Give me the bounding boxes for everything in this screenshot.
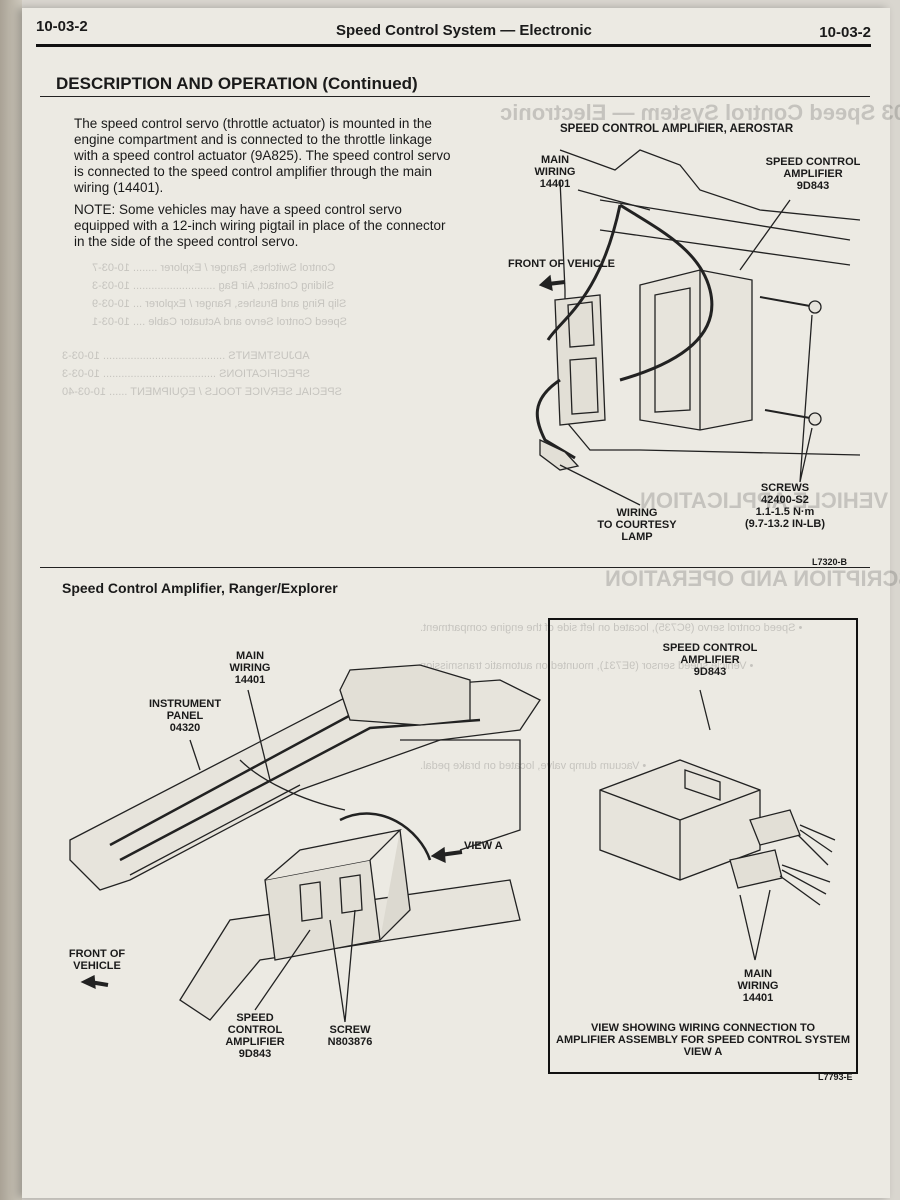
page-number-left: 10-03-2: [36, 18, 88, 35]
figure-frame-top: [40, 96, 870, 568]
figure1-code: L7320-B: [812, 557, 848, 567]
figure1-screws-label: SCREWS 42400-S2 1.1-1.5 N·m (9.7-13.2 IN…: [744, 482, 826, 530]
figure2-main-wiring-label: MAIN WIRING 14401: [229, 650, 271, 686]
figure2-screw-label: SCREW N803876: [327, 1024, 373, 1048]
view-a-diagram: [599, 689, 836, 961]
page-binding-edge: [0, 0, 22, 1200]
section-title: DESCRIPTION AND OPERATION (Continued): [56, 74, 418, 93]
description-paragraph: The speed control servo (throttle actuat…: [74, 116, 451, 195]
view-a-caption: VIEW SHOWING WIRING CONNECTION TO AMPLIF…: [556, 1022, 850, 1058]
figure1-main-wiring-label: MAIN WIRING 14401: [534, 154, 576, 190]
figure2-instrument-panel-label: INSTRUMENT PANEL 04320: [148, 698, 222, 734]
figure2-view-a-label: VIEW A: [464, 840, 503, 852]
description-text: The speed control servo (throttle actuat…: [74, 116, 454, 256]
note-paragraph: NOTE: Some vehicles may have a speed con…: [74, 202, 446, 249]
page-header-title: Speed Control System — Electronic: [336, 22, 592, 39]
page-header: 10-03-2 Speed Control System — Electroni…: [36, 14, 871, 47]
view-a-amplifier-label: SPEED CONTROL AMPLIFIER 9D843: [662, 642, 758, 678]
view-a-main-wiring-label: MAIN WIRING 14401: [737, 968, 779, 1004]
view-a-inset-box: SPEED CONTROL AMPLIFIER 9D843 MAIN WIRIN…: [548, 618, 858, 1074]
page-number-right: 10-03-2: [819, 24, 871, 41]
figure2-amplifier-label: SPEED CONTROL AMPLIFIER 9D843: [225, 1012, 285, 1060]
manual-page: [22, 8, 890, 1198]
figure1-courtesy-wiring-label: WIRING TO COURTESY LAMP: [597, 507, 677, 543]
aerostar-amplifier-diagram: [535, 149, 861, 506]
figure1-title: SPEED CONTROL AMPLIFIER, AEROSTAR: [560, 123, 794, 135]
figure1-amplifier-label: SPEED CONTROL AMPLIFIER 9D843: [765, 156, 861, 192]
figure2-front-of-vehicle-label: FRONT OF VEHICLE: [68, 948, 126, 972]
figure2-title: Speed Control Amplifier, Ranger/Explorer: [62, 580, 338, 596]
figure2-code: L7793-E: [818, 1072, 853, 1082]
